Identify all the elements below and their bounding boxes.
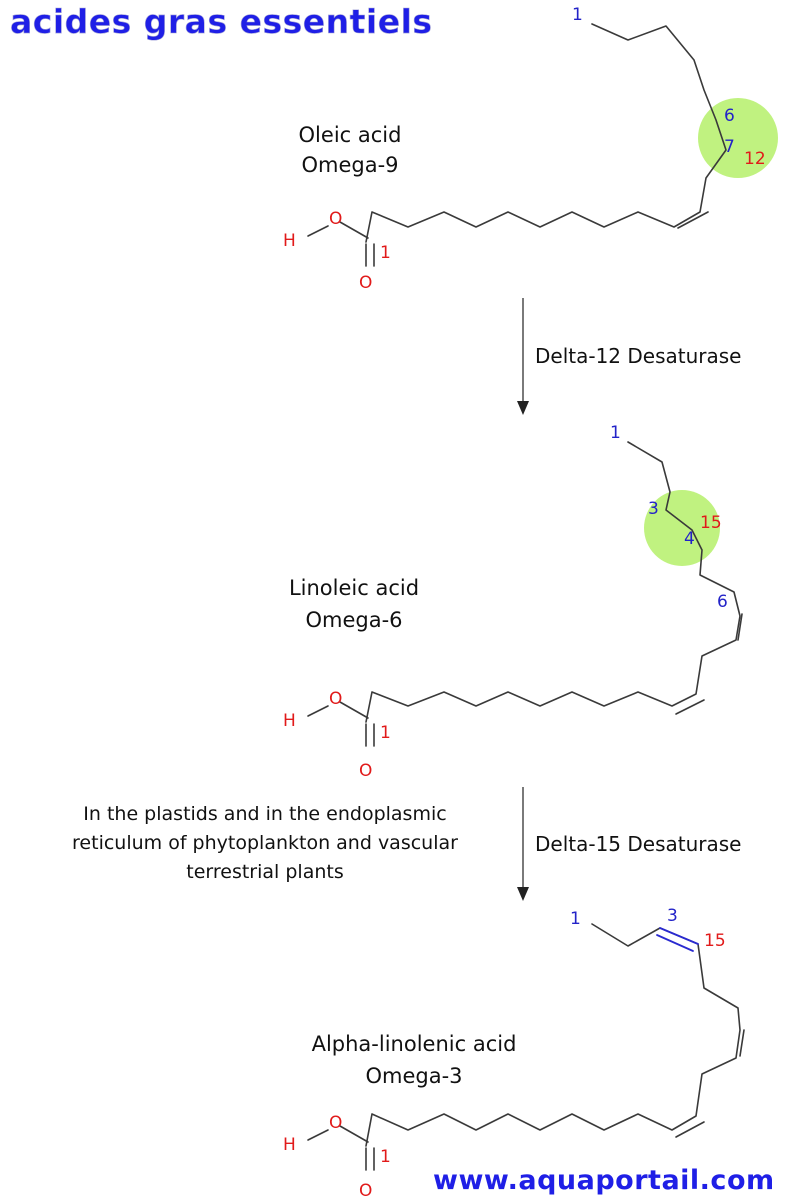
- hydroxyl-oxygen-label: O: [329, 1113, 342, 1133]
- alpha-linolenic-acid-molecule: H O O 1 1 3 15 Alpha-linolenic acid Omeg…: [283, 906, 745, 1200]
- carboxyl-carbon-number: 1: [380, 243, 391, 263]
- hydrogen-label: H: [283, 711, 296, 731]
- cis-double-bond: [737, 613, 743, 641]
- carbonyl-oxygen-label: O: [359, 761, 372, 781]
- omega-carbon-4-label: 4: [684, 529, 695, 549]
- enzyme-label: Delta-15 Desaturase: [535, 832, 741, 856]
- cis-double-bond: [675, 699, 705, 715]
- carboxyl-carbon-number: 1: [380, 1147, 391, 1167]
- enzyme-label: Delta-12 Desaturase: [535, 344, 741, 368]
- hydrogen-bond: [307, 705, 329, 717]
- omega-3-double-bond: [659, 927, 699, 945]
- omega-carbon-3-label: 3: [667, 906, 678, 926]
- pathway-note-line-1: In the plastids and in the endoplasmic: [83, 803, 446, 825]
- desaturation-site-highlight: [698, 98, 778, 178]
- pathway-note-line-3: terrestrial plants: [186, 861, 343, 883]
- carbonyl-oxygen-label: O: [359, 1181, 372, 1200]
- carbon-chain: [365, 23, 727, 243]
- delta-carbon-15-label: 15: [704, 931, 726, 951]
- molecule-name: Linoleic acid: [289, 576, 419, 600]
- molecule-family: Omega-6: [305, 608, 402, 632]
- molecule-name: Alpha-linolenic acid: [312, 1032, 517, 1056]
- omega-carbon-6-label: 6: [717, 592, 728, 612]
- oleic-acid-molecule: H O O 1 1 6 7 12 Oleic acid Omega-9: [283, 5, 778, 293]
- omega-carbon-3-label: 3: [648, 499, 659, 519]
- hydrogen-label: H: [283, 1135, 296, 1155]
- omega-3-double-bond-second-line: [656, 934, 694, 952]
- cis-double-bond: [739, 1029, 745, 1057]
- carbonyl-oxygen-label: O: [359, 273, 372, 293]
- hydroxyl-bond: [339, 1125, 369, 1143]
- omega-carbon-1-label: 1: [610, 423, 621, 443]
- cis-double-bond: [677, 211, 709, 229]
- hydrogen-label: H: [283, 231, 296, 251]
- cis-double-bond: [675, 1121, 705, 1138]
- page-title: acides gras essentiels: [10, 2, 433, 41]
- carboxyl-carbon-number: 1: [380, 723, 391, 743]
- hydroxyl-oxygen-label: O: [329, 689, 342, 709]
- website-url: www.aquaportail.com: [433, 1165, 775, 1196]
- hydroxyl-oxygen-label: O: [329, 209, 342, 229]
- carbon-chain: [365, 923, 741, 1147]
- reaction-arrow-1: Delta-12 Desaturase: [517, 298, 741, 415]
- hydroxyl-bond: [339, 221, 369, 239]
- carbon-chain: [365, 441, 741, 723]
- omega-carbon-1-label: 1: [570, 909, 581, 929]
- molecule-family: Omega-3: [365, 1064, 462, 1088]
- molecule-name: Oleic acid: [299, 123, 402, 147]
- pathway-note-line-2: reticulum of phytoplankton and vascular: [72, 832, 458, 854]
- hydroxyl-bond: [339, 701, 369, 719]
- hydrogen-bond: [307, 1129, 329, 1141]
- molecule-family: Omega-9: [301, 153, 398, 177]
- delta-carbon-15-label: 15: [700, 513, 722, 533]
- hydrogen-bond: [307, 225, 329, 237]
- linoleic-acid-molecule: H O O 1 1 3 4 6 15 Linoleic acid Omega-6: [283, 423, 743, 781]
- omega-carbon-7-label: 7: [724, 137, 735, 157]
- delta-carbon-12-label: 12: [744, 149, 766, 169]
- reaction-arrow-2: Delta-15 Desaturase In the plastids and …: [72, 787, 741, 901]
- omega-carbon-1-label: 1: [572, 5, 583, 25]
- omega-carbon-6-label: 6: [724, 106, 735, 126]
